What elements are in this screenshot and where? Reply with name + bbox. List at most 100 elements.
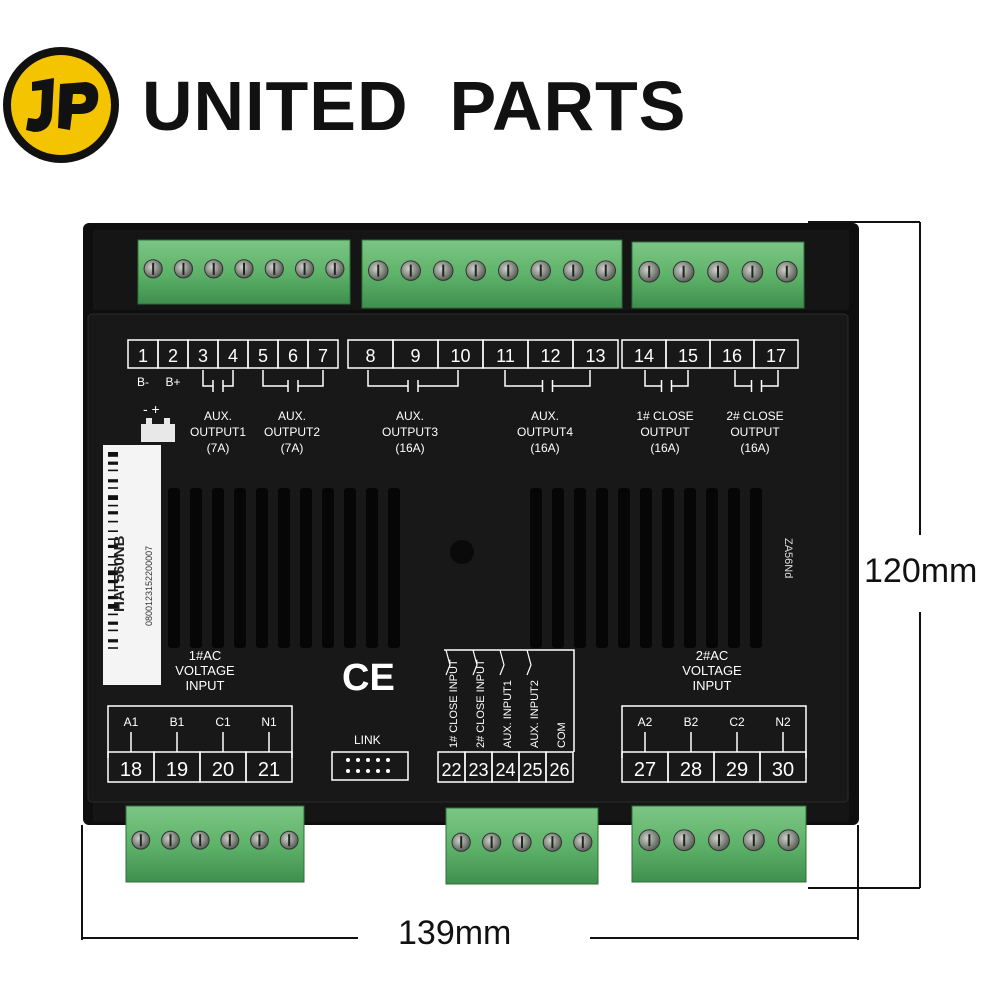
output-label-line: (7A): [207, 441, 230, 455]
output-label-line: OUTPUT4: [517, 425, 573, 439]
terminal-sub-label: B-: [137, 375, 149, 389]
terminal-number: 8: [365, 346, 375, 366]
output-label-line: OUTPUT2: [264, 425, 320, 439]
output-label-line: OUTPUT: [640, 425, 690, 439]
input-label: 1# CLOSE INPUT: [448, 659, 460, 748]
terminal-number: 11: [496, 346, 515, 366]
connector-18-21: [125, 805, 305, 883]
ac-label-line: VOLTAGE: [682, 663, 742, 678]
battery-icon: - +: [141, 401, 175, 442]
terminal-number: 4: [228, 346, 238, 366]
bottom-connectors: [125, 805, 807, 885]
terminal-number: 21: [258, 759, 280, 781]
phase-label: B1: [170, 715, 185, 729]
output-label-line: (16A): [395, 441, 424, 455]
connector-8-13: [361, 239, 623, 309]
phase-label: N2: [775, 715, 791, 729]
ac-label-line: 2#AC: [696, 648, 729, 663]
link-label: LINK: [354, 733, 381, 747]
input-label: 2# CLOSE INPUT: [475, 659, 487, 748]
output-label-line: AUX.: [204, 409, 232, 423]
side-code: ZA56Nd: [782, 538, 794, 578]
terminal-number: 23: [468, 760, 488, 780]
output-label-line: (16A): [530, 441, 559, 455]
terminal-number: 29: [726, 759, 748, 781]
phase-label: A2: [638, 715, 653, 729]
connector-27-30: [631, 805, 807, 883]
terminal-number: 26: [549, 760, 569, 780]
terminal-number: 22: [441, 760, 461, 780]
width-dimension: [81, 825, 859, 940]
terminal-number: 25: [522, 760, 542, 780]
barcode: [108, 452, 118, 649]
terminal-number: 20: [212, 759, 234, 781]
phase-label: A1: [124, 715, 139, 729]
terminal-number: 18: [120, 759, 142, 781]
terminal-number: 27: [634, 759, 656, 781]
relay-symbols: [202, 370, 779, 392]
connector-14-17: [631, 241, 805, 309]
input-label: AUX. INPUT2: [529, 680, 541, 748]
terminal-sub-label: B+: [165, 375, 180, 389]
terminal-group: 8 9 10 11 12 13: [347, 339, 619, 369]
terminal-number: 19: [166, 759, 188, 781]
height-label: 120mm: [864, 552, 978, 590]
terminal-number: 13: [585, 346, 605, 366]
terminal-number: 16: [722, 346, 742, 366]
barcode-sticker: HAT560NB 0800123152200007: [103, 445, 161, 685]
digital-inputs: 22 1# CLOSE INPUT 23 2# CLOSE INPUT 24 AUX. I…: [437, 649, 575, 783]
terminal-number: 17: [766, 346, 786, 366]
ac-label-line: 1#AC: [189, 648, 222, 663]
phase-label: N1: [261, 715, 277, 729]
width-label: 139mm: [398, 914, 512, 952]
battery-polarity: - +: [143, 401, 160, 417]
terminal-number: 28: [680, 759, 702, 781]
connector-1-7: [137, 239, 351, 305]
input-label: AUX. INPUT1: [502, 680, 514, 748]
terminal-number: 1: [138, 346, 148, 366]
serial-number: 0800123152200007: [144, 546, 154, 626]
output-label-line: OUTPUT1: [190, 425, 246, 439]
top-output-labels: AUX. OUTPUT1 (7A) AUX. OUTPUT2 (7A) AUX. OUTPUT…: [190, 409, 784, 455]
ac-label-line: INPUT: [186, 678, 225, 693]
united-parts-logo: UP: [3, 47, 119, 163]
output-label-line: (16A): [740, 441, 769, 455]
output-label-line: OUTPUT3: [382, 425, 438, 439]
ventilation-slots: [168, 488, 762, 648]
link-port: LINK: [331, 733, 409, 781]
output-label-line: 2# CLOSE: [726, 409, 783, 423]
output-label-line: AUX.: [531, 409, 559, 423]
input-label: COM: [556, 722, 568, 748]
output-label-line: (7A): [281, 441, 304, 455]
terminal-number: 10: [450, 346, 470, 366]
ac-label-line: INPUT: [693, 678, 732, 693]
phase-label: C1: [215, 715, 231, 729]
ac-label-line: VOLTAGE: [175, 663, 235, 678]
screw-hole: [450, 540, 474, 564]
ce-mark: CE: [342, 657, 395, 699]
model-number: HAT560NB: [111, 535, 128, 612]
terminal-number: 9: [410, 346, 420, 366]
connector-22-26: [445, 807, 599, 885]
phase-label: C2: [729, 715, 745, 729]
output-label-line: OUTPUT: [730, 425, 780, 439]
terminal-number: 2: [168, 346, 178, 366]
height-dimension: [808, 221, 921, 889]
top-connectors: [137, 239, 805, 309]
output-label-line: 1# CLOSE: [636, 409, 693, 423]
phase-label: B2: [684, 715, 699, 729]
terminal-number: 30: [772, 759, 794, 781]
terminal-number: 3: [198, 346, 208, 366]
terminal-number: 24: [495, 760, 515, 780]
terminal-number: 12: [540, 346, 560, 366]
terminal-group: 14 15 16 17: [621, 339, 799, 369]
output-label-line: AUX.: [278, 409, 306, 423]
terminal-number: 14: [634, 346, 654, 366]
terminal-number: 15: [678, 346, 698, 366]
output-label-line: AUX.: [396, 409, 424, 423]
